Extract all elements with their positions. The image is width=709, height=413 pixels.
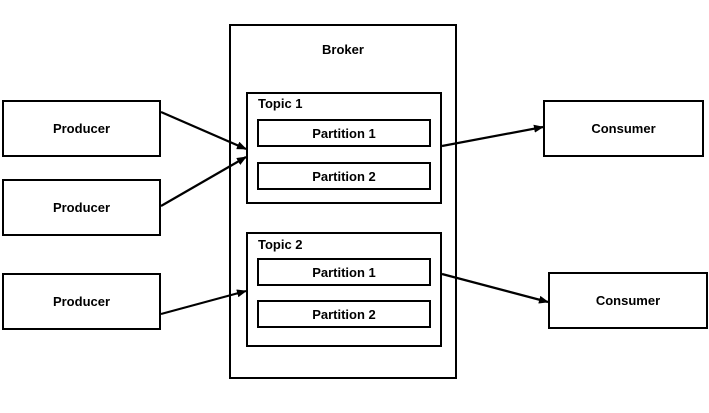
- topic-2-partition-1: Partition 1: [257, 258, 431, 286]
- arrow-topic-1-to-consumer-1: [441, 124, 544, 148]
- broker-label: Broker: [322, 42, 364, 57]
- consumer-2-box: Consumer: [548, 272, 708, 329]
- producer-2-box: Producer: [2, 179, 161, 236]
- topic-1-partition-2: Partition 2: [257, 162, 431, 190]
- topic-2-partition-2: Partition 2: [257, 300, 431, 328]
- topic-2-label: Topic 2: [258, 237, 303, 252]
- consumer-1-box: Consumer: [543, 100, 704, 157]
- producer-3-box: Producer: [2, 273, 161, 330]
- topic-1-label: Topic 1: [258, 96, 303, 111]
- producer-1-box: Producer: [2, 100, 161, 157]
- topic-1-partition-1: Partition 1: [257, 119, 431, 147]
- arrow-topic-2-to-consumer-2: [441, 272, 549, 304]
